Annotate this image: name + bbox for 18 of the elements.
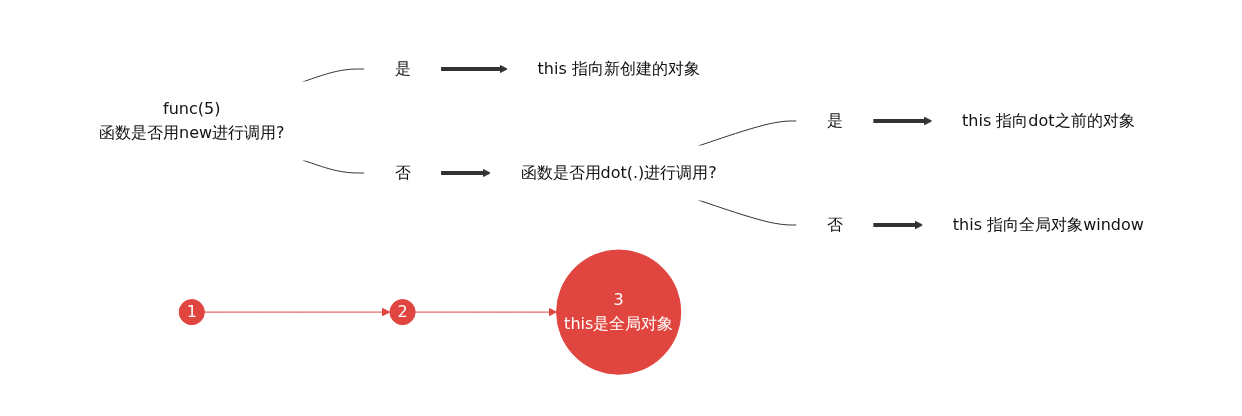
node-circle: 1 (178, 298, 205, 326)
node-text: 函数是否用dot(.)进行调用? (520, 162, 717, 182)
node-text: this 指向dot之前的对象 (961, 110, 1135, 130)
node-text: func(5) 函数是否用new进行调用? (98, 98, 285, 142)
node-circle: 2 (389, 298, 416, 326)
node-text: this 指向新创建的对象 (537, 58, 700, 78)
node-circle: 3 this是全局对象 (555, 249, 681, 375)
node-text: 是 (826, 110, 843, 130)
arrow (414, 307, 557, 317)
arrow (203, 307, 390, 317)
arrow (440, 168, 491, 178)
node-text: this 指向全局对象window (952, 214, 1144, 234)
node-text: 否 (826, 214, 843, 234)
arrow (440, 64, 508, 74)
node-text: 是 (394, 58, 411, 78)
node-text: 否 (394, 162, 411, 182)
arrow (872, 220, 923, 230)
arrow (872, 116, 933, 126)
